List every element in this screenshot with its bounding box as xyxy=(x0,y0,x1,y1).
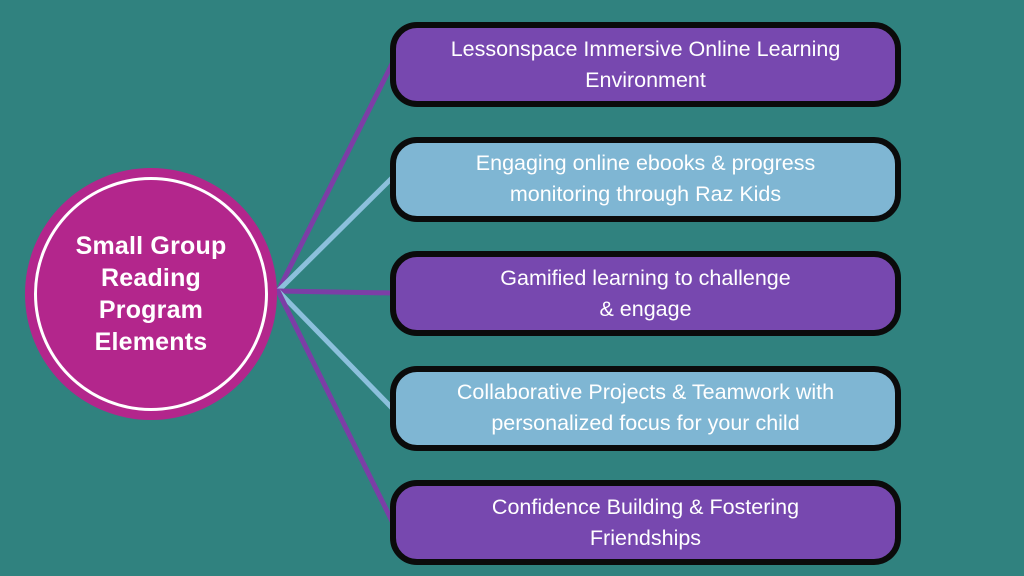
central-topic-line: Reading xyxy=(100,264,202,292)
element-box-2: Engaging online ebooks & progress monitor… xyxy=(390,136,901,222)
central-topic-circle: Small Group Reading Program Elements xyxy=(25,168,277,420)
box-line: Engaging online ebooks & progress xyxy=(475,151,816,175)
box-line: personalized focus for your child xyxy=(491,411,800,435)
connector-line-2 xyxy=(275,175,395,294)
connector-line-1 xyxy=(275,61,395,294)
connector-line-5 xyxy=(275,288,395,524)
element-box-4: Collaborative Projects & Teamwork with pe… xyxy=(390,365,901,451)
box-line: & engage xyxy=(599,296,692,321)
box-line: Collaborative Projects & Teamwork with xyxy=(456,380,835,404)
central-topic-title: Small Group Reading Program Elements xyxy=(76,230,227,358)
central-topic-line: Small Group xyxy=(75,232,227,260)
central-topic-line: Program xyxy=(98,296,204,324)
central-topic-line: Elements xyxy=(94,328,208,356)
connector-line-4 xyxy=(275,288,395,411)
box-line: monitoring through Raz Kids xyxy=(509,182,782,206)
box-line: Gamified learning to challenge xyxy=(500,265,791,290)
box-line: Environment xyxy=(585,67,706,92)
box-line: Friendships xyxy=(589,525,702,550)
connector-line-3 xyxy=(275,288,395,296)
box-line: Confidence Building & Fostering xyxy=(491,494,800,519)
element-box-3: Gamified learning to challenge & engage xyxy=(390,251,901,336)
box-line: Lessonspace Immersive Online Learning xyxy=(450,36,841,61)
